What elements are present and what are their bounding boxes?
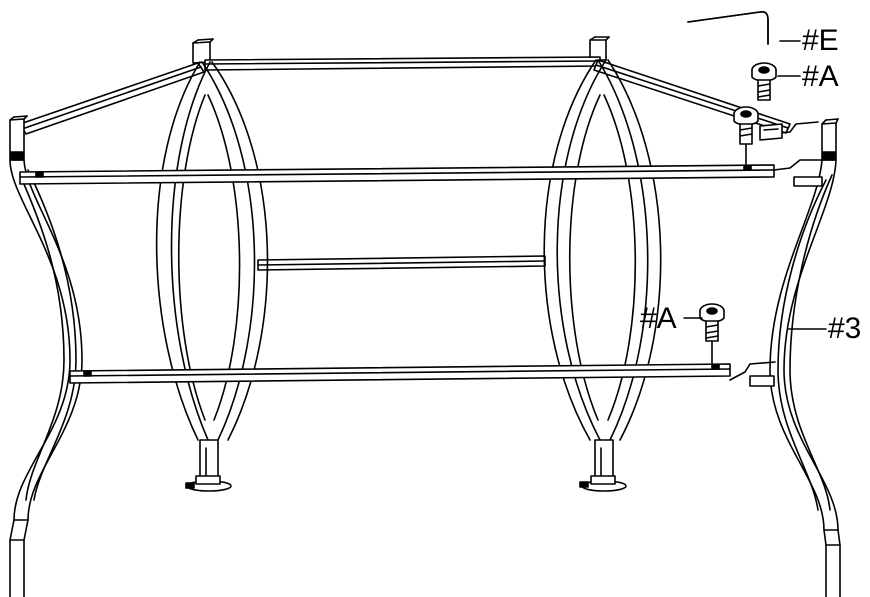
bolt-installed-icon bbox=[733, 106, 759, 166]
back-middle-stretcher bbox=[257, 255, 546, 271]
front-top-rail bbox=[19, 164, 775, 185]
label-side-frame: #3 bbox=[828, 312, 862, 345]
back-frame bbox=[19, 36, 791, 271]
bolt-top-icon bbox=[751, 62, 777, 101]
allen-key bbox=[687, 11, 769, 45]
back-top-rail bbox=[204, 56, 601, 71]
label-allen-key: #E bbox=[802, 24, 839, 57]
bolt-bottom-icon bbox=[699, 303, 725, 365]
left-top-rail bbox=[19, 62, 205, 135]
right-lens-frame bbox=[543, 59, 662, 492]
front-bottom-rail bbox=[69, 363, 731, 384]
label-bolt-top: #A bbox=[802, 60, 839, 93]
left-front-frame bbox=[9, 115, 83, 597]
label-bolt-bottom: #A bbox=[640, 302, 677, 335]
right-front-frame bbox=[729, 118, 841, 597]
left-lens-frame bbox=[155, 61, 269, 492]
corner-bracket bbox=[759, 123, 783, 141]
